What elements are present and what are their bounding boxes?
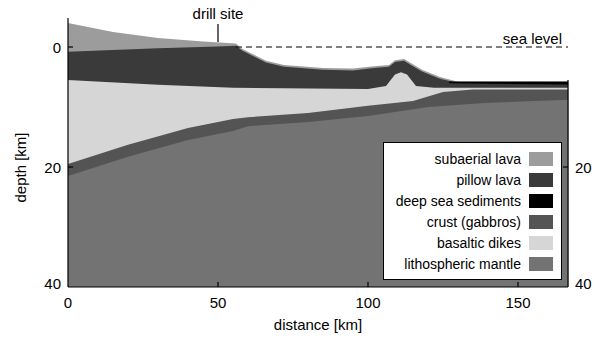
legend-row: deep sea sediments: [396, 190, 553, 211]
left-axis: [67, 18, 68, 287]
tick: [68, 166, 73, 167]
legend-row: subaerial lava: [396, 148, 553, 169]
sea-level-line: [236, 47, 568, 48]
tick: [68, 46, 73, 47]
legend-text: lithospheric mantle: [404, 256, 521, 272]
axis-tick-label: 0: [53, 39, 61, 56]
legend-swatch: [529, 257, 553, 271]
legend-swatch: [529, 173, 553, 187]
axis-tick-label: 20: [575, 159, 592, 176]
sea-level-label: sea level: [503, 30, 562, 47]
tick: [517, 282, 518, 287]
tick: [367, 282, 368, 287]
legend-box: subaerial lava pillow lava deep sea sedime…: [383, 142, 562, 280]
axis-tick-label: 40: [44, 275, 61, 292]
legend-text: crust (gabbros): [427, 214, 521, 230]
pillow-lava: [68, 46, 568, 287]
legend-row: basaltic dikes: [396, 232, 553, 253]
gabbro-crust: [68, 90, 568, 287]
axis-tick-label: 20: [44, 159, 61, 176]
drill-site-marker: [217, 24, 218, 42]
rock-layers: [68, 23, 568, 287]
tick: [217, 282, 218, 287]
basaltic-dikes: [68, 72, 568, 287]
right-axis: [567, 80, 568, 287]
subaerial-lava: [68, 23, 568, 287]
bottom-axis: [68, 286, 568, 287]
legend-text: subaerial lava: [435, 151, 521, 167]
tick: [563, 166, 568, 167]
legend-row: pillow lava: [396, 169, 553, 190]
axis-tick-label: 0: [64, 294, 72, 311]
site-label: drill site: [193, 5, 244, 22]
axes: [68, 18, 568, 287]
legend-text: deep sea sediments: [396, 193, 521, 209]
legend-swatch: [529, 215, 553, 229]
axis-title: distance [km]: [274, 316, 362, 333]
legend-row: lithospheric mantle: [396, 253, 553, 274]
axis-tick-label: 50: [210, 294, 227, 311]
legend-row: crust (gabbros): [396, 211, 553, 232]
legend-text: basaltic dikes: [437, 235, 521, 251]
axis-tick-label: 40: [575, 275, 592, 292]
axis-title: depth [km]: [12, 132, 29, 202]
legend-text: pillow lava: [456, 172, 521, 188]
legend-swatch: [529, 152, 553, 166]
axis-tick-label: 100: [355, 294, 380, 311]
lithospheric-mantle: [68, 100, 568, 287]
deep-sea-sediments: [449, 82, 568, 85]
legend-swatch: [529, 194, 553, 208]
legend-swatch: [529, 236, 553, 250]
axis-tick-label: 150: [505, 294, 530, 311]
